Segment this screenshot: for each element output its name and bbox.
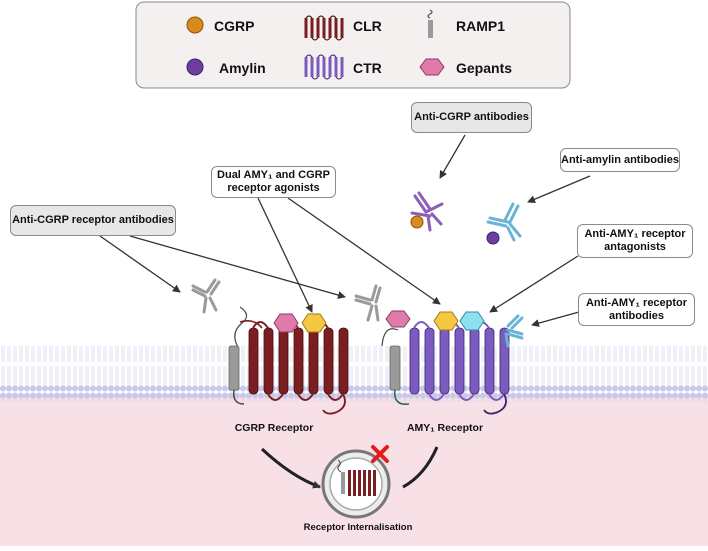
arrow-anti-cgrp-rec-to-amy1 <box>129 235 346 299</box>
annotation-anti-amy1-antagonists: Anti-AMY₁ receptor antagonists <box>577 224 693 258</box>
legend-label-amylin: Amylin <box>219 60 266 76</box>
annotation-anti-amy1-antibodies: Anti-AMY₁ receptor antibodies <box>578 293 695 326</box>
clr-n-terminus <box>239 320 263 329</box>
ctr-helices <box>409 327 510 395</box>
bound-cgrp-ball <box>410 215 424 229</box>
annotation-dual-agonists: Dual AMY₁ and CGRP receptor agonists <box>211 166 336 198</box>
legend-label-ramp1: RAMP1 <box>456 18 505 34</box>
annotation-anti-cgrp-receptor-antibodies: Anti-CGRP receptor antibodies <box>10 205 176 236</box>
amylin-ball-icon <box>186 58 204 76</box>
internalised-clr <box>348 470 376 496</box>
anti-cgrp-receptor-antibody-bound-icon <box>354 284 382 322</box>
gepant-on-amy1-receptor <box>385 310 411 328</box>
annotation-anti-cgrp-antibodies: Anti-CGRP antibodies <box>411 102 532 133</box>
cell-membrane <box>0 346 708 402</box>
annotation-anti-amy1-antagonists-line1: Anti-AMY₁ receptor <box>584 228 686 240</box>
ramp1-tail <box>234 306 248 348</box>
anti-amy1-antibody-bound-icon <box>504 314 524 348</box>
cgrp-ball-icon <box>186 16 204 34</box>
gepant-hexagon-icon <box>419 58 445 76</box>
anti-amylin-antibody-icon <box>486 202 522 242</box>
antagonist-on-amy1-receptor <box>459 311 485 331</box>
arc-amy1-internalisation <box>402 446 439 489</box>
arrow-cgrp-internalisation <box>260 447 321 489</box>
legend-label-ctr: CTR <box>353 60 382 76</box>
arrow-antagonists <box>489 255 579 313</box>
caption-internalisation: Receptor Internalisation <box>304 522 413 533</box>
clr-receptor-icon <box>304 18 344 38</box>
amy1-ramp1-helix <box>389 345 401 391</box>
blocked-cross-icon <box>371 445 389 463</box>
annotation-anti-amylin-antibodies: Anti-amylin antibodies <box>560 148 680 172</box>
arrow-anti-amylin-antibodies <box>527 175 591 203</box>
legend-panel <box>135 1 571 89</box>
internalised-ramp1 <box>341 472 345 494</box>
annotation-anti-amy1-antibodies-line2: antibodies <box>608 309 664 322</box>
annotation-anti-cgrp-antibodies-text: Anti-CGRP antibodies <box>414 111 529 123</box>
annotation-anti-amy1-antagonists-line2: antagonists <box>604 241 666 253</box>
legend-label-cgrp: CGRP <box>214 18 254 34</box>
arrow-dual-to-cgrp <box>257 197 313 313</box>
ramp1-helix <box>228 345 240 391</box>
ctr-loops <box>305 54 343 80</box>
gepant-on-cgrp-receptor <box>273 313 299 333</box>
caption-cgrp-receptor: CGRP Receptor <box>235 422 314 434</box>
caption-amy1-receptor: AMY₁ Receptor <box>407 422 483 434</box>
ramp1-helix-icon <box>427 9 433 38</box>
annotation-dual-agonists-line1: Dual AMY₁ and CGRP <box>217 169 330 181</box>
anti-cgrp-antibody-icon <box>410 191 444 232</box>
cgrp-receptor <box>228 306 349 415</box>
ctr-receptor-icon <box>304 57 344 77</box>
agonist-on-amy1-receptor <box>433 311 459 331</box>
annotation-anti-cgrp-receptor-antibodies-text: Anti-CGRP receptor antibodies <box>12 214 174 226</box>
arrow-anti-cgrp-rec-to-cgrp <box>99 235 181 293</box>
clr-helices <box>248 327 349 395</box>
arrows <box>99 134 591 327</box>
annotation-anti-amylin-antibodies-text: Anti-amylin antibodies <box>561 153 679 166</box>
clr-loops <box>305 15 343 41</box>
annotation-anti-amy1-antibodies-line1: Anti-AMY₁ receptor <box>585 296 688 309</box>
arrow-anti-amy1-antibodies <box>531 311 580 327</box>
annotation-dual-agonists-line2: receptor agonists <box>227 182 320 194</box>
legend-label-gepants: Gepants <box>456 60 512 76</box>
legend-label-clr: CLR <box>353 18 382 34</box>
bound-amylin-ball <box>486 231 500 245</box>
arrow-dual-to-amy1 <box>287 197 441 305</box>
arrow-anti-cgrp-antibodies <box>439 134 466 179</box>
agonist-on-cgrp-receptor <box>301 313 327 333</box>
anti-cgrp-receptor-antibody-icon <box>191 278 221 314</box>
